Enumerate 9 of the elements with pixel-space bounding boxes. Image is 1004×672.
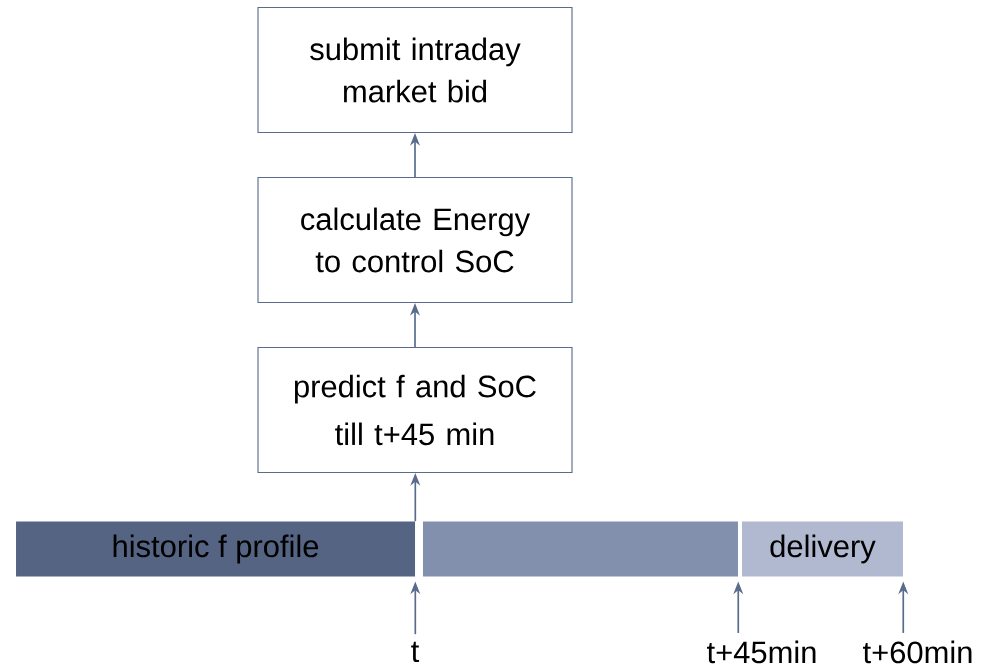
- process-box: submit intraday market bid: [257, 6, 573, 134]
- timeline-bar: delivery: [742, 521, 903, 577]
- timeline-bar: historic f profile: [16, 521, 416, 577]
- time-label: t: [411, 641, 420, 663]
- process-box: predict f and SoC till t+45 min: [257, 346, 573, 474]
- timeline-bar: [423, 521, 738, 577]
- time-label: t+60min: [863, 640, 972, 664]
- time-label: t+45min: [707, 640, 816, 664]
- process-box: calculate Energy to control SoC: [257, 176, 573, 304]
